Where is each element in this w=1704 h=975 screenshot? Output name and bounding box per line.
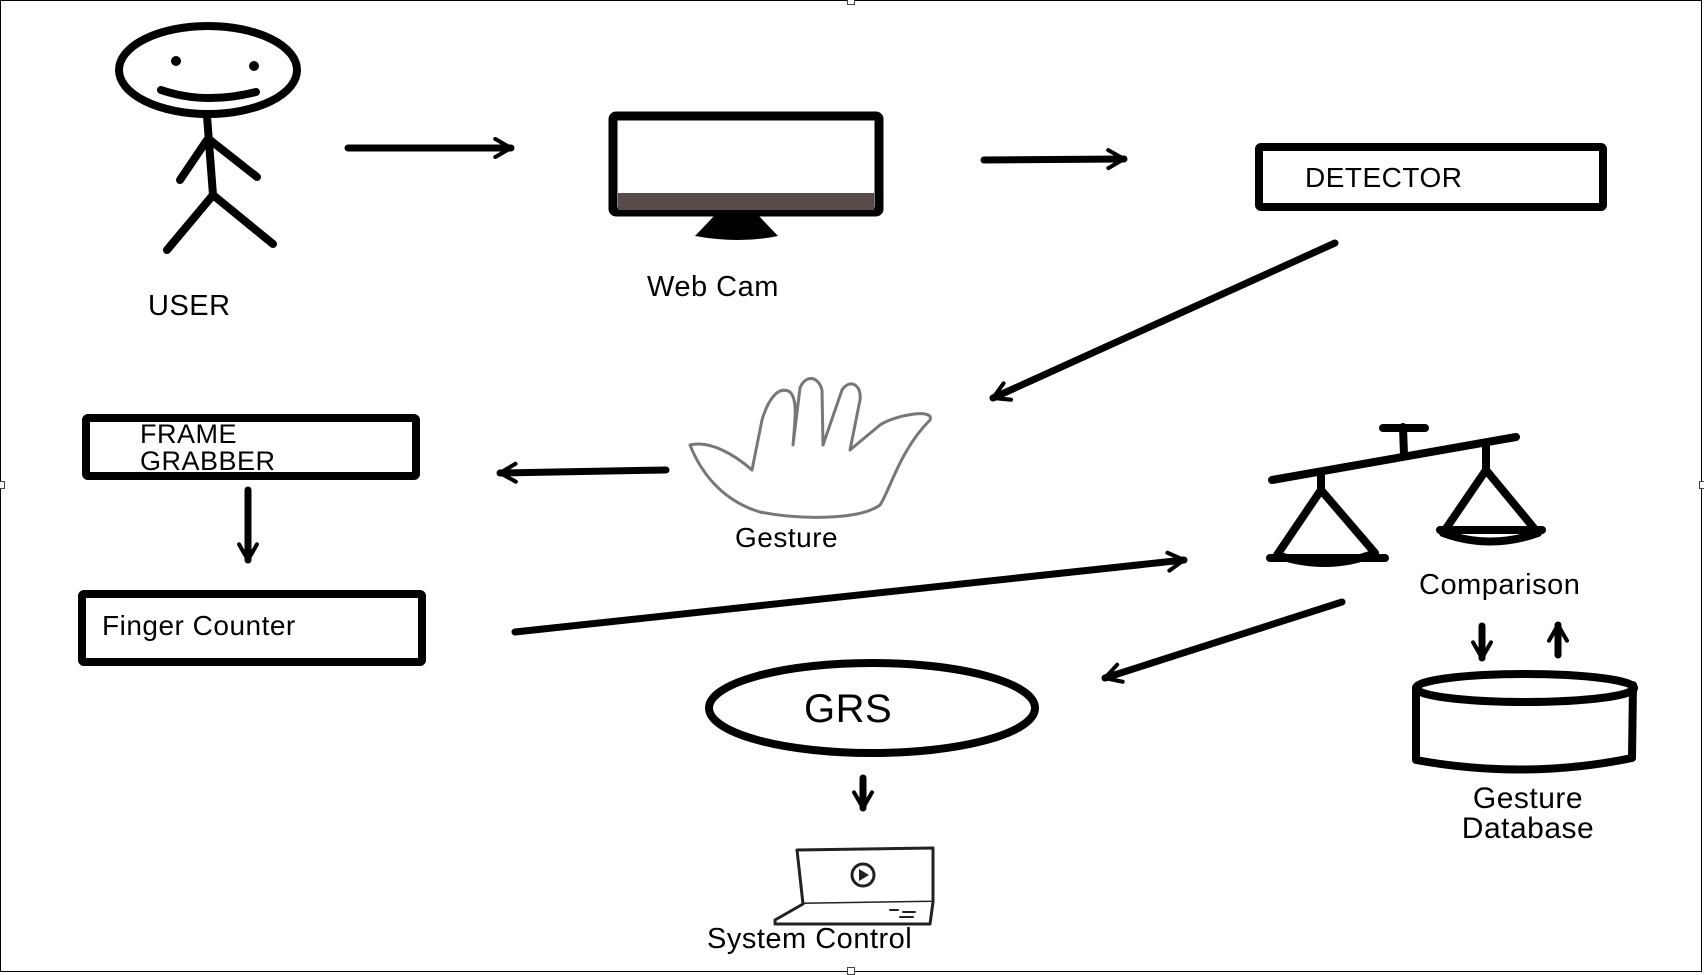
user-label: USER [148,290,231,322]
webcam-label: Web Cam [647,271,779,303]
resize-handle-left[interactable] [0,481,5,489]
gesture-database-label-line1: Gesture [1472,782,1584,815]
arrow-gesture-to-frame-grabber [496,461,670,484]
frame-grabber-label-line2: GRABBER [140,446,276,476]
arrow-finger-counter-to-comparison [511,550,1188,636]
resize-handle-right[interactable] [1699,481,1704,489]
arrow-comparison-to-grs [1101,598,1346,684]
detector-label: DETECTOR [1305,162,1463,193]
hand-gesture-icon [688,377,932,519]
webcam-monitor-icon [608,111,884,240]
system-control-label: System Control [707,923,913,955]
frame-grabber-box [82,414,420,480]
resize-handle-top[interactable] [847,0,855,5]
scale-comparison-icon [1266,423,1546,568]
frame-grabber-label-line1: FRAME [140,419,237,449]
arrow-webcam-to-detector [980,148,1128,171]
grs-label: GRS [804,687,893,731]
finger-counter-label: Finger Counter [102,610,296,641]
laptop-icon [773,846,935,926]
database-cylinder-icon [1412,670,1638,774]
arrow-detector-to-gesture [989,239,1339,402]
user-stick-figure-icon [115,22,301,254]
grs-ellipse [705,659,1039,757]
gesture-label: Gesture [735,522,839,553]
finger-counter-box [78,590,426,666]
detector-box [1255,143,1607,211]
comparison-label: Comparison [1419,569,1581,601]
gesture-database-label-line2: Database [1461,812,1595,845]
